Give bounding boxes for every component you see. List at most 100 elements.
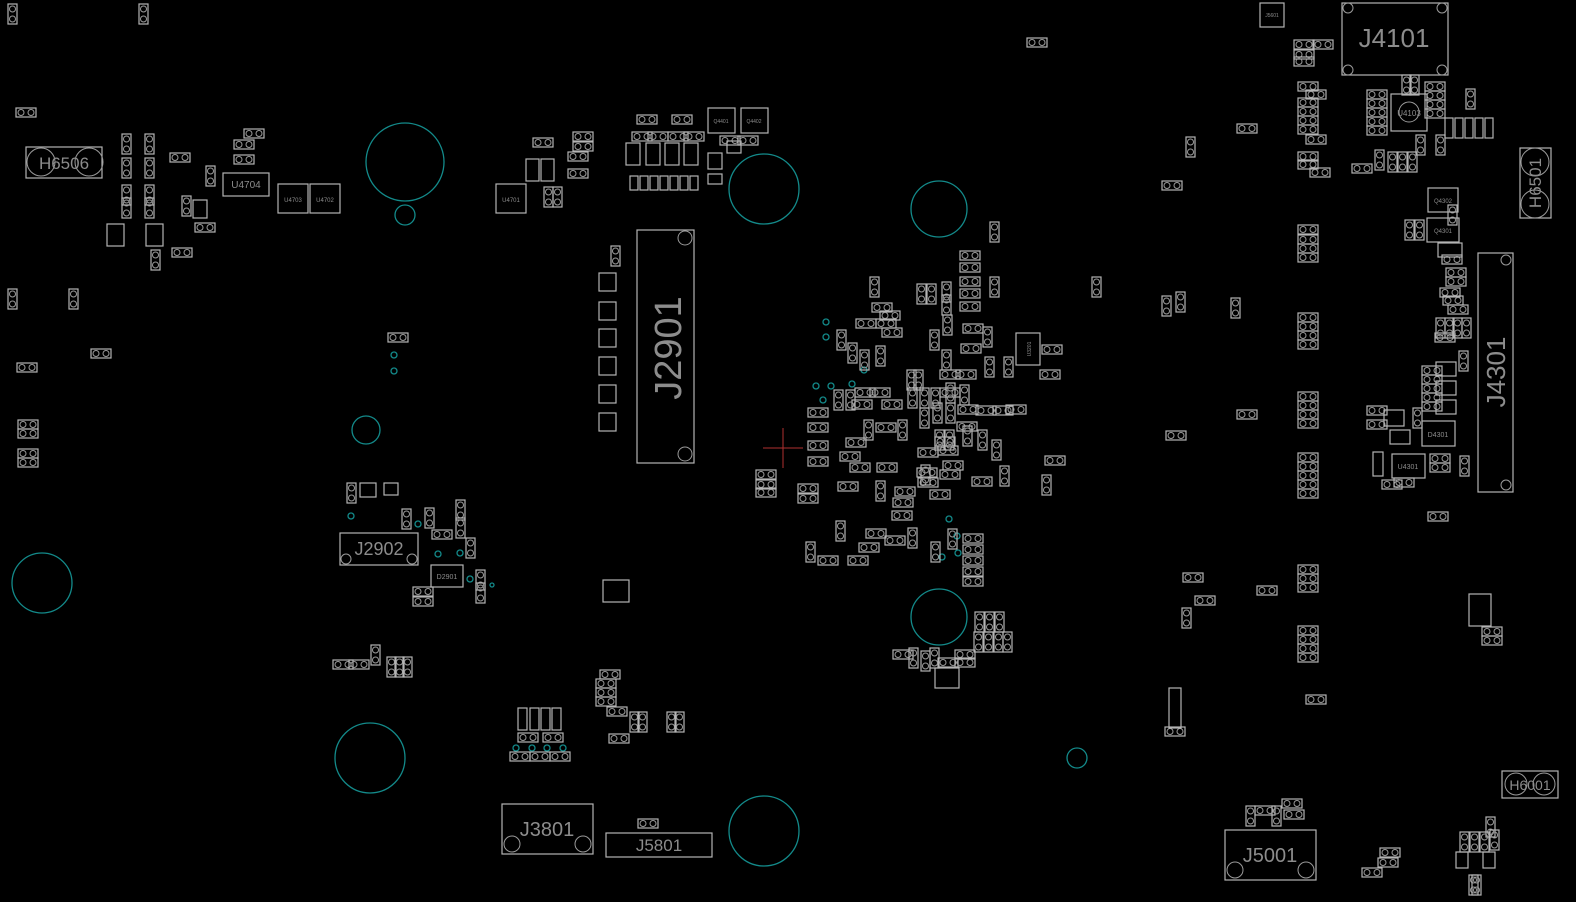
smd-part[interactable] bbox=[859, 349, 870, 371]
smd-part[interactable] bbox=[595, 696, 617, 707]
ic-part[interactable] bbox=[683, 142, 699, 166]
component-h6501[interactable]: H6501 bbox=[1519, 147, 1552, 219]
ic-part[interactable] bbox=[1464, 117, 1474, 139]
smd-part[interactable] bbox=[475, 569, 486, 591]
smd-part[interactable] bbox=[233, 139, 255, 150]
smd-part[interactable] bbox=[532, 137, 554, 148]
smd-part[interactable] bbox=[962, 544, 984, 555]
smd-part[interactable] bbox=[144, 157, 155, 179]
smd-part[interactable] bbox=[837, 481, 859, 492]
smd-part[interactable] bbox=[962, 576, 984, 587]
smd-part[interactable] bbox=[1471, 874, 1482, 896]
ic-part[interactable] bbox=[598, 412, 617, 432]
smd-part[interactable] bbox=[1297, 234, 1319, 245]
smd-part[interactable] bbox=[1297, 330, 1319, 341]
component-u4301[interactable]: U4301 bbox=[1391, 453, 1426, 479]
smd-part[interactable] bbox=[847, 342, 858, 364]
smd-part[interactable] bbox=[959, 384, 970, 406]
smd-part[interactable] bbox=[939, 469, 961, 480]
ic-part[interactable] bbox=[1435, 361, 1457, 377]
ic-part[interactable] bbox=[1389, 429, 1411, 445]
smd-part[interactable] bbox=[401, 508, 412, 530]
smd-part[interactable] bbox=[194, 222, 216, 233]
smd-part[interactable] bbox=[807, 456, 829, 467]
ic-part[interactable] bbox=[1437, 242, 1463, 258]
smd-part[interactable] bbox=[402, 656, 413, 678]
ic-part[interactable] bbox=[679, 175, 689, 191]
smd-part[interactable] bbox=[121, 197, 132, 219]
component-d2901[interactable]: D2901 bbox=[430, 564, 464, 588]
smd-part[interactable] bbox=[947, 528, 958, 550]
smd-part[interactable] bbox=[1469, 831, 1480, 853]
smd-part[interactable] bbox=[1381, 479, 1403, 490]
ic-part[interactable] bbox=[1383, 409, 1405, 427]
smd-part[interactable] bbox=[851, 399, 873, 410]
ic-part[interactable] bbox=[525, 158, 540, 182]
smd-part[interactable] bbox=[755, 487, 777, 498]
component-u4704[interactable]: U4704 bbox=[222, 172, 270, 197]
component-j3801[interactable]: J3801 bbox=[501, 803, 594, 855]
smd-part[interactable] bbox=[906, 369, 917, 391]
smd-part[interactable] bbox=[636, 114, 658, 125]
smd-part[interactable] bbox=[959, 250, 981, 261]
smd-part[interactable] bbox=[919, 407, 930, 429]
smd-part[interactable] bbox=[1181, 607, 1192, 629]
smd-part[interactable] bbox=[973, 631, 984, 653]
smd-part[interactable] bbox=[999, 465, 1010, 487]
smd-part[interactable] bbox=[929, 329, 940, 351]
smd-part[interactable] bbox=[1175, 291, 1186, 313]
smd-part[interactable] bbox=[1039, 369, 1061, 380]
smd-part[interactable] bbox=[1297, 418, 1319, 429]
smd-part[interactable] bbox=[599, 669, 621, 680]
smd-part[interactable] bbox=[1002, 631, 1013, 653]
smd-part[interactable] bbox=[412, 596, 434, 607]
smd-part[interactable] bbox=[930, 541, 941, 563]
smd-part[interactable] bbox=[1230, 297, 1241, 319]
smd-part[interactable] bbox=[1468, 874, 1479, 896]
ic-part[interactable] bbox=[359, 482, 377, 498]
smd-part[interactable] bbox=[567, 151, 589, 162]
smd-part[interactable] bbox=[833, 389, 844, 411]
smd-part[interactable] bbox=[1447, 204, 1458, 226]
smd-part[interactable] bbox=[962, 533, 984, 544]
component-u3201[interactable]: U3201 bbox=[1015, 332, 1041, 366]
smd-part[interactable] bbox=[683, 131, 705, 142]
smd-part[interactable] bbox=[412, 586, 434, 597]
smd-part[interactable] bbox=[992, 405, 1014, 416]
component-q4302[interactable]: Q4302 bbox=[1427, 187, 1459, 213]
smd-part[interactable] bbox=[805, 541, 816, 563]
smd-part[interactable] bbox=[647, 131, 669, 142]
smd-part[interactable] bbox=[243, 128, 265, 139]
ic-part[interactable] bbox=[529, 707, 540, 731]
smd-part[interactable] bbox=[989, 276, 1000, 298]
smd-part[interactable] bbox=[552, 186, 563, 208]
smd-part[interactable] bbox=[595, 687, 617, 698]
smd-part[interactable] bbox=[875, 422, 897, 433]
smd-part[interactable] bbox=[926, 283, 937, 305]
smd-part[interactable] bbox=[907, 387, 918, 409]
component-u4703[interactable]: U4703 bbox=[277, 183, 309, 214]
smd-part[interactable] bbox=[875, 345, 886, 367]
smd-part[interactable] bbox=[1305, 694, 1327, 705]
ic-part[interactable] bbox=[707, 152, 723, 170]
smd-part[interactable] bbox=[807, 407, 829, 418]
smd-part[interactable] bbox=[865, 528, 887, 539]
smd-part[interactable] bbox=[1447, 304, 1469, 315]
ic-part[interactable] bbox=[659, 175, 669, 191]
smd-part[interactable] bbox=[959, 276, 981, 287]
ic-part[interactable] bbox=[540, 707, 551, 731]
smd-part[interactable] bbox=[1297, 643, 1319, 654]
smd-part[interactable] bbox=[982, 326, 993, 348]
smd-part[interactable] bbox=[1439, 287, 1461, 298]
smd-part[interactable] bbox=[17, 448, 39, 459]
smd-part[interactable] bbox=[171, 247, 193, 258]
smd-part[interactable] bbox=[959, 301, 981, 312]
ic-part[interactable] bbox=[1468, 593, 1492, 627]
smd-part[interactable] bbox=[937, 657, 959, 668]
smd-part[interactable] bbox=[1312, 39, 1334, 50]
smd-part[interactable] bbox=[144, 184, 155, 206]
smd-part[interactable] bbox=[1489, 829, 1500, 851]
smd-part[interactable] bbox=[869, 387, 891, 398]
smd-part[interactable] bbox=[962, 555, 984, 566]
smd-part[interactable] bbox=[835, 520, 846, 542]
